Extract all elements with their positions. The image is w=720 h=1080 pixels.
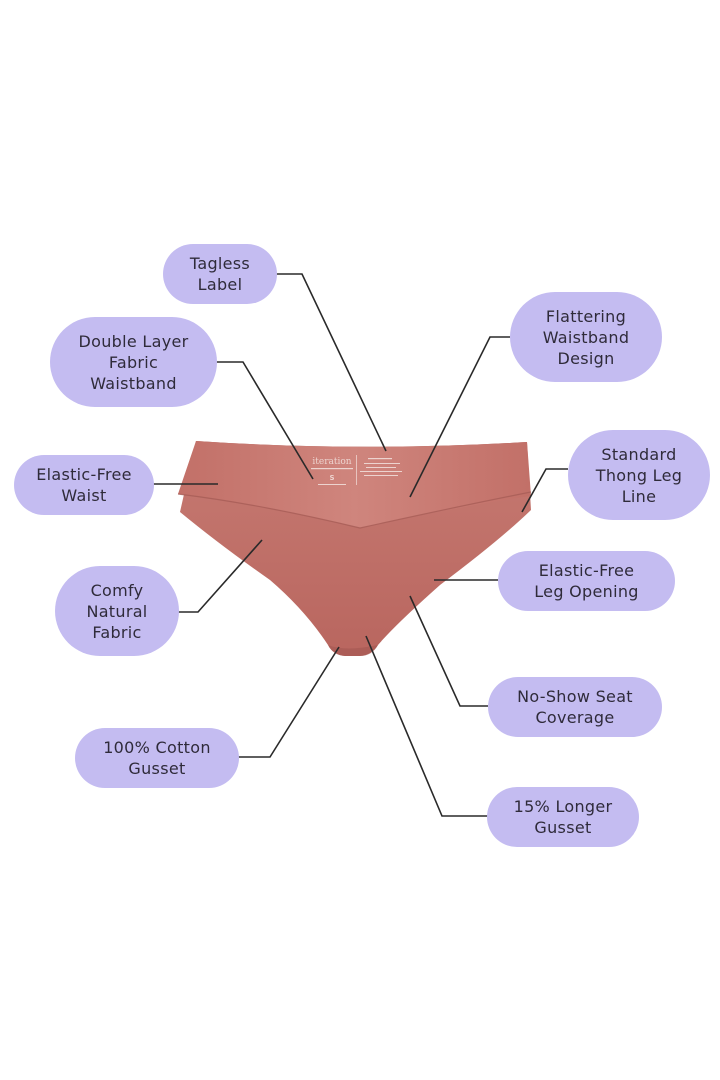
- callout-text: Elastic-Free Leg Opening: [534, 561, 639, 601]
- callout-standard-thong-leg-line: Standard Thong Leg Line: [568, 430, 710, 520]
- callout-text: Double Layer Fabric Waistband: [78, 331, 189, 393]
- garment-label: iteration S: [311, 455, 402, 485]
- callout-text: Elastic-Free Waist: [36, 465, 132, 505]
- callout-double-layer-fabric-waistband: Double Layer Fabric Waistband: [50, 317, 217, 407]
- callout-text: No-Show Seat Coverage: [517, 687, 633, 727]
- thong-garment: iteration S: [177, 441, 532, 656]
- callout-text: Comfy Natural Fabric: [86, 580, 148, 642]
- callout-text: Tagless Label: [189, 254, 251, 294]
- callout-no-show-seat-coverage: No-Show Seat Coverage: [488, 677, 662, 737]
- callout-15-longer-gusset: 15% Longer Gusset: [487, 787, 639, 847]
- callout-elastic-free-leg-opening: Elastic-Free Leg Opening: [498, 551, 675, 611]
- svg-text:S: S: [329, 474, 334, 482]
- callout-text: 100% Cotton Gusset: [103, 738, 211, 778]
- svg-text:iteration: iteration: [312, 457, 351, 467]
- callout-elastic-free-waist: Elastic-Free Waist: [14, 455, 154, 515]
- callout-text: Standard Thong Leg Line: [595, 444, 683, 506]
- callout-flattering-waistband-design: Flattering Waistband Design: [510, 292, 662, 382]
- callout-text: 15% Longer Gusset: [513, 797, 613, 837]
- leader-lines: [153, 273, 568, 817]
- callout-100-cotton-gusset: 100% Cotton Gusset: [75, 728, 239, 788]
- callout-text: Flattering Waistband Design: [542, 306, 630, 368]
- callout-tagless-label: Tagless Label: [163, 244, 277, 304]
- callout-comfy-natural-fabric: Comfy Natural Fabric: [55, 566, 179, 656]
